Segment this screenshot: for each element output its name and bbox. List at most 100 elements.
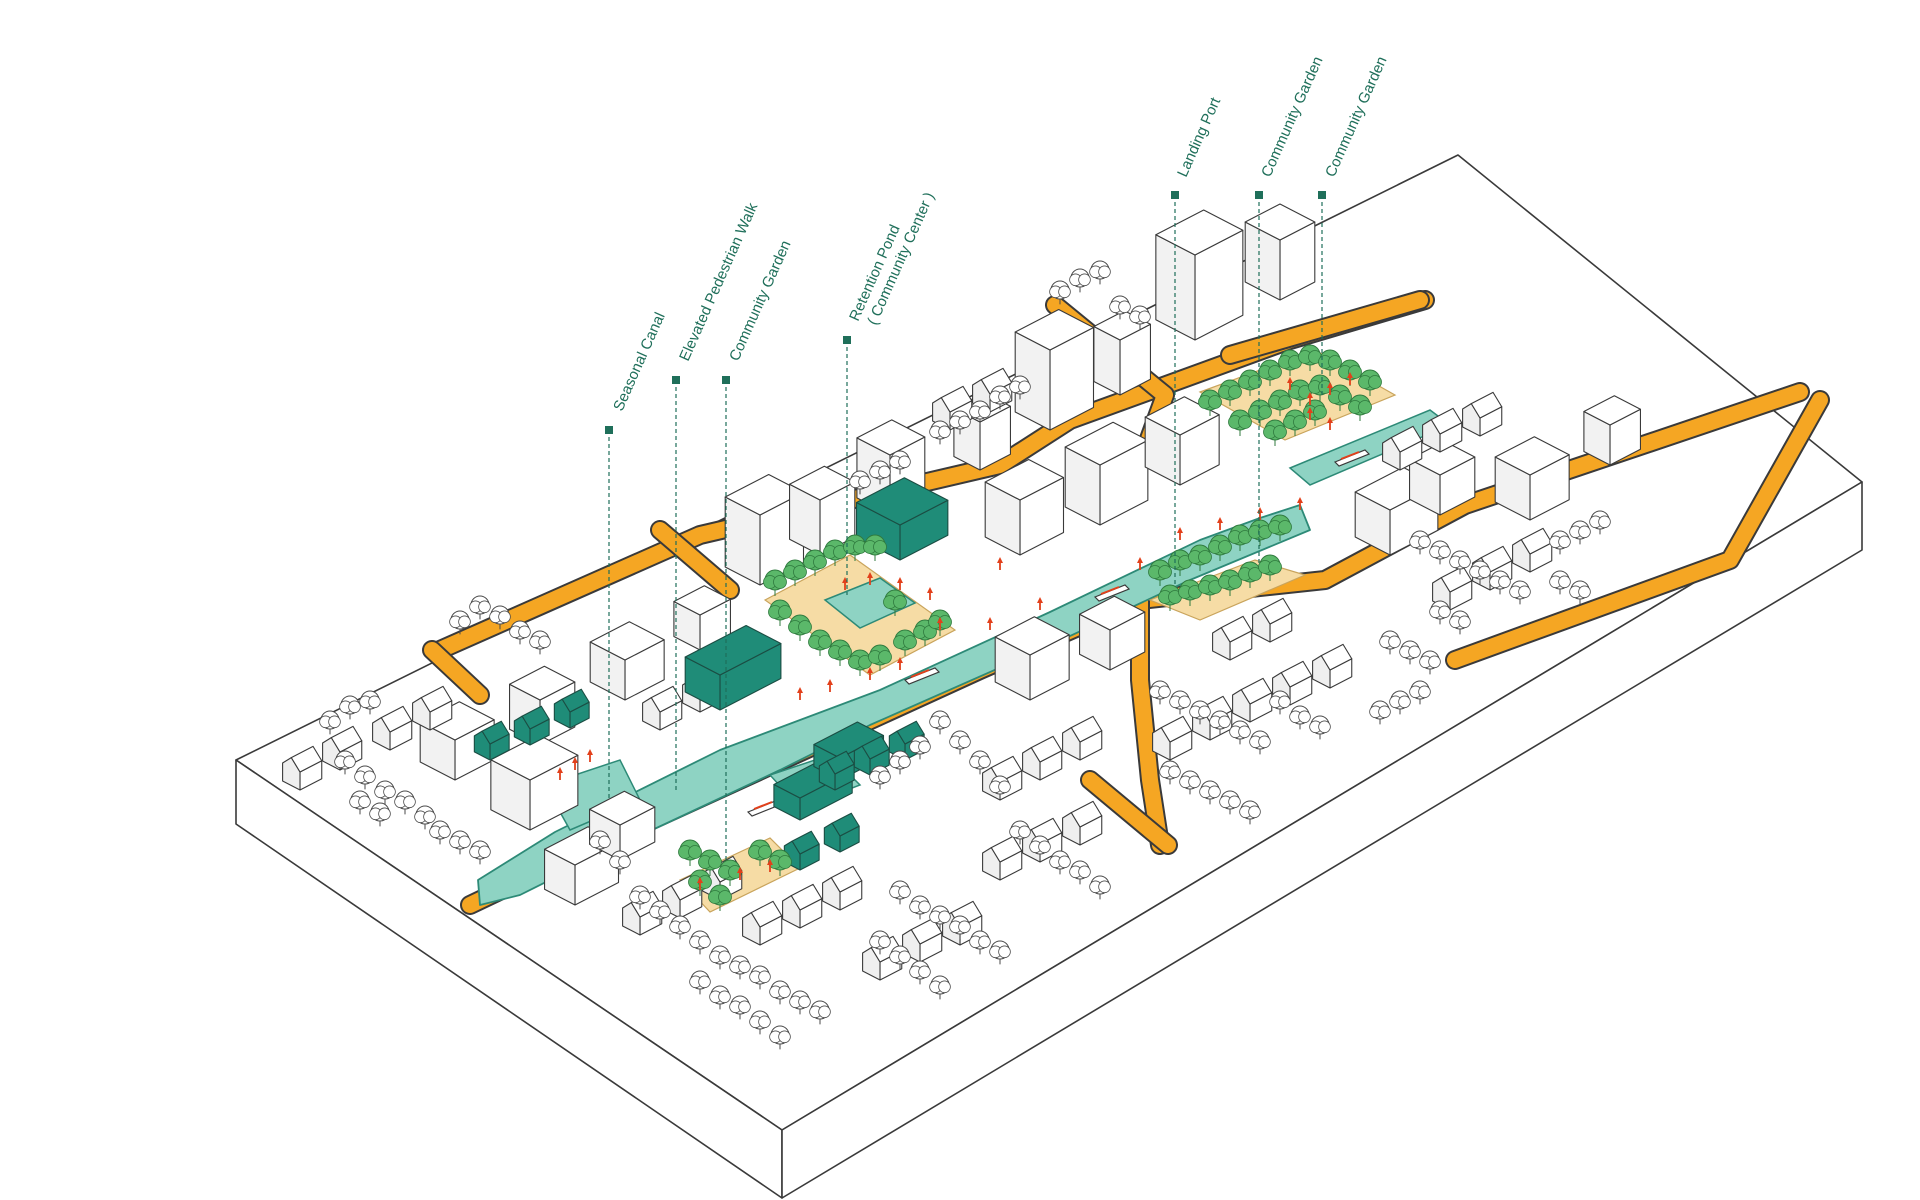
building-north-2 <box>788 465 856 556</box>
garden-tree-45 <box>1358 369 1382 396</box>
teal-house-8 <box>823 812 860 853</box>
tree-25 <box>989 385 1011 410</box>
tree-38 <box>869 765 891 790</box>
teal-house-3 <box>553 688 590 729</box>
tree-89 <box>1549 530 1571 555</box>
flow-arrow-16 <box>1217 517 1223 530</box>
building-mid-4 <box>589 621 665 701</box>
garden-tree-9 <box>783 559 807 586</box>
tree-90 <box>1569 520 1591 545</box>
tree-76 <box>1289 705 1311 730</box>
house-15 <box>1062 715 1103 761</box>
garden-tree-31 <box>1158 584 1182 611</box>
garden-tree-13 <box>863 534 887 561</box>
tree-41 <box>669 915 691 940</box>
flow-arrow-3 <box>587 749 593 762</box>
boat-4 <box>1093 584 1131 602</box>
garden-tree-10 <box>803 549 827 576</box>
flow-arrow-14 <box>1137 557 1143 570</box>
tree-68 <box>1089 875 1111 900</box>
building-north-7 <box>1155 209 1244 341</box>
tree-53 <box>769 1025 791 1050</box>
tree-60 <box>869 930 891 955</box>
tree-82 <box>1239 800 1261 825</box>
house-35 <box>642 685 683 731</box>
tree-43 <box>709 945 731 970</box>
flow-arrow-7 <box>797 687 803 700</box>
garden-tree-27 <box>1208 534 1232 561</box>
garden-tree-53 <box>1263 419 1287 446</box>
tree-87 <box>1489 570 1511 595</box>
flow-arrow-20 <box>1307 392 1313 405</box>
tree-97 <box>1429 600 1451 625</box>
callout-label-seasonal-canal: Seasonal Canal <box>610 310 669 414</box>
tree-6 <box>319 710 341 735</box>
garden-tree-46 <box>1228 409 1252 436</box>
flow-arrow-8 <box>827 679 833 692</box>
tree-20 <box>869 460 891 485</box>
tree-28 <box>1069 268 1091 293</box>
garden-tree-24 <box>1148 559 1172 586</box>
garden-tree-52 <box>1348 394 1372 421</box>
tree-2 <box>469 595 491 620</box>
tree-49 <box>689 970 711 995</box>
tree-7 <box>339 695 361 720</box>
house-27 <box>1422 407 1463 453</box>
tree-23 <box>949 410 971 435</box>
garden-tree-23 <box>883 589 907 616</box>
tree-61 <box>889 945 911 970</box>
tree-80 <box>1199 780 1221 805</box>
teal-house-2 <box>513 705 550 746</box>
tree-83 <box>1409 530 1431 555</box>
tree-42 <box>689 930 711 955</box>
house-28 <box>1462 391 1503 437</box>
house-20 <box>1312 643 1353 689</box>
garden-tree-2 <box>698 849 722 876</box>
tree-52 <box>749 1010 771 1035</box>
flow-arrow-15 <box>1177 527 1183 540</box>
tree-21 <box>889 450 911 475</box>
street-trees <box>319 260 1611 1050</box>
tree-55 <box>909 895 931 920</box>
garden-tree-20 <box>893 629 917 656</box>
house-5 <box>782 883 823 929</box>
boat-5 <box>1333 449 1371 467</box>
building-south-3 <box>1079 595 1146 671</box>
teal-house-4 <box>818 750 855 791</box>
flow-arrow-27 <box>897 577 903 590</box>
community-buildings <box>473 477 949 871</box>
tree-29 <box>1089 260 1111 285</box>
boat-3 <box>903 667 941 685</box>
tree-37 <box>889 750 911 775</box>
tree-84 <box>1429 540 1451 565</box>
tree-54 <box>889 880 911 905</box>
tree-95 <box>1399 640 1421 665</box>
tree-73 <box>1229 720 1251 745</box>
tree-16 <box>469 840 491 865</box>
tree-35 <box>989 775 1011 800</box>
tree-66 <box>1049 850 1071 875</box>
teal-house-7 <box>783 830 820 871</box>
flow-arrow-18 <box>1297 497 1303 510</box>
garden-tree-39 <box>1238 369 1262 396</box>
garden-tree-5 <box>708 884 732 911</box>
garden-tree-40 <box>1258 359 1282 386</box>
tree-79 <box>1179 770 1201 795</box>
garden-tree-48 <box>1268 389 1292 416</box>
garden-tree-18 <box>848 649 872 676</box>
tree-50 <box>709 985 731 1010</box>
flow-arrow-29 <box>997 557 1003 570</box>
garden-tree-34 <box>1218 569 1242 596</box>
callout-label-landing-port: Landing Port <box>1174 94 1224 179</box>
garden-tree-47 <box>1248 399 1272 426</box>
tree-9 <box>334 750 356 775</box>
tree-98 <box>1449 610 1471 635</box>
tree-69 <box>1149 680 1171 705</box>
house-33 <box>372 705 413 751</box>
garden-tree-21 <box>913 619 937 646</box>
house-6 <box>822 865 863 911</box>
house-16 <box>1152 715 1193 761</box>
tree-44 <box>729 955 751 980</box>
tree-8 <box>359 690 381 715</box>
flow-arrow-26 <box>867 572 873 585</box>
